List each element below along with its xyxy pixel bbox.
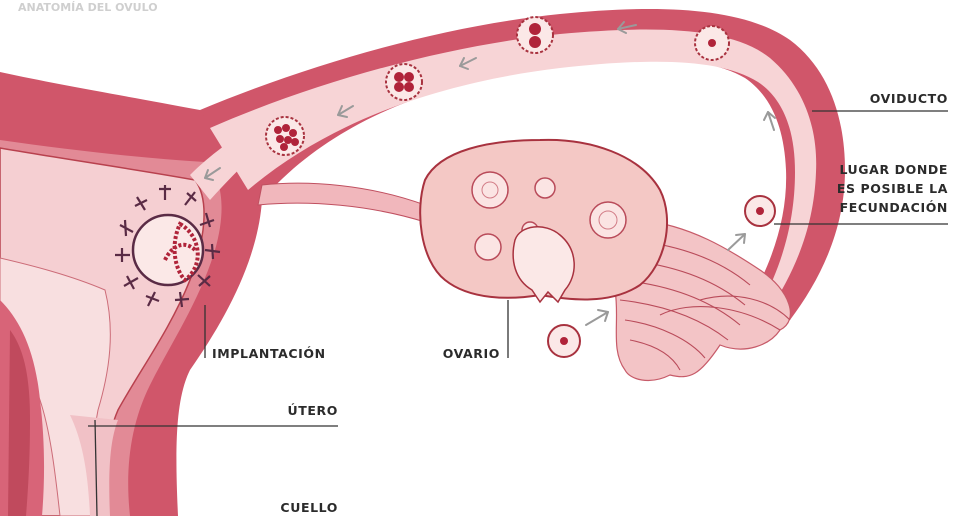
- arrow-icon: [764, 112, 775, 130]
- label-utero: ÚTERO: [288, 403, 338, 418]
- label-cuello: CUELLO: [280, 500, 338, 515]
- label-ovario: OVARIO: [443, 346, 500, 361]
- ovary: [420, 140, 667, 302]
- arrow-icon: [586, 310, 608, 325]
- label-fecundacion-line3: FECUNDACIÓN: [840, 200, 948, 215]
- label-implantacion: IMPLANTACIÓN: [212, 346, 326, 361]
- top-heading: ANATOMÍA DEL OVULO: [18, 1, 158, 14]
- follicle-2: [535, 178, 555, 198]
- follicle-3: [590, 202, 626, 238]
- morula-icon: [266, 117, 304, 155]
- two-cell-embryo-icon: [517, 17, 553, 53]
- ovarian-ligament: [258, 183, 425, 222]
- follicle-4: [475, 234, 501, 260]
- follicle-1: [472, 172, 508, 208]
- four-cell-embryo-icon: [386, 64, 422, 100]
- label-oviducto: OVIDUCTO: [870, 91, 948, 106]
- arrow-icon: [728, 234, 745, 250]
- label-fecundacion-line1: LUGAR DONDE: [839, 162, 948, 177]
- label-fecundacion-line2: ES POSIBLE LA: [837, 181, 948, 196]
